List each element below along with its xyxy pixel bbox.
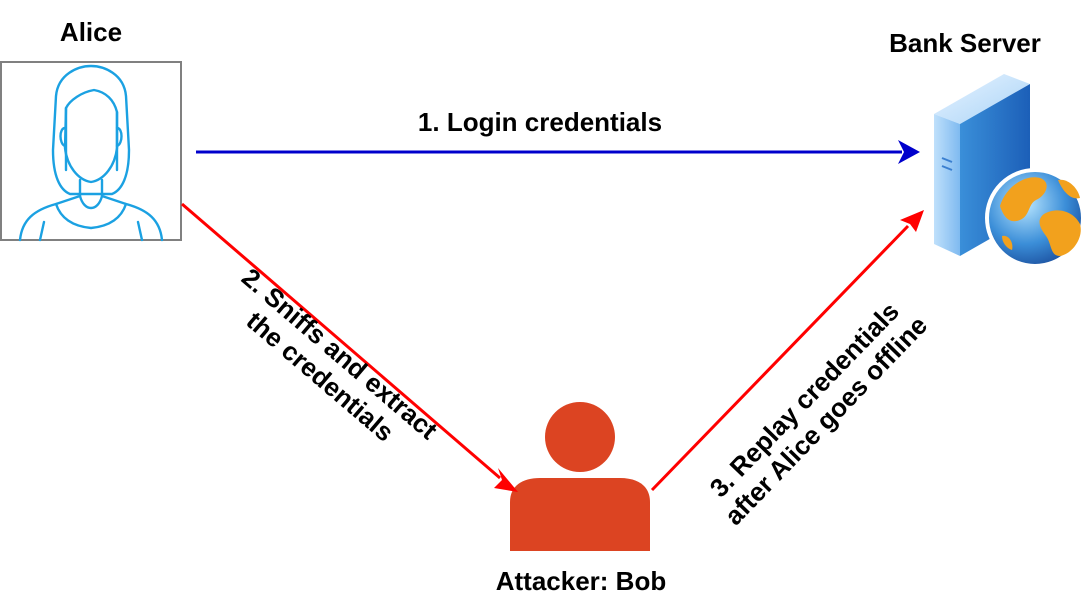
replay-edge-label-line1: 3. Replay credentials (704, 296, 905, 503)
web-server-icon (934, 74, 1085, 268)
sniff-edge-label-line1: 2. Sniffs and extract (236, 262, 444, 445)
replay-arrowhead (900, 210, 924, 232)
replay-edge-label-line2: after Alice goes offline (718, 310, 933, 531)
alice-frame (0, 61, 182, 241)
attacker-label: Attacker: Bob (496, 566, 666, 596)
sniff-arrowhead (494, 468, 518, 492)
attacker-node[interactable] (510, 402, 650, 551)
login-arrowhead (898, 140, 920, 164)
sniff-arrow-line (181, 202, 501, 480)
alice-node[interactable] (0, 61, 182, 242)
alice-label: Alice (60, 17, 122, 47)
sniff-edge[interactable]: 2. Sniffs and extract the credentials (181, 202, 518, 492)
login-edge[interactable]: 1. Login credentials (196, 107, 920, 164)
bank-server-node[interactable] (934, 74, 1085, 268)
bank-server-label: Bank Server (889, 28, 1041, 58)
female-user-icon (18, 64, 164, 242)
login-edge-label: 1. Login credentials (418, 107, 662, 137)
replay-arrow-line (650, 224, 910, 492)
replay-edge[interactable]: 3. Replay credentials after Alice goes o… (650, 210, 933, 531)
person-icon (510, 402, 650, 551)
